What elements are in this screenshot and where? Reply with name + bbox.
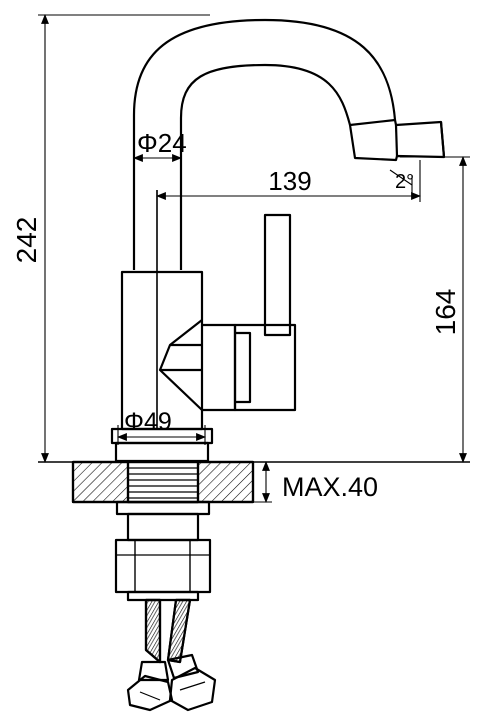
label-spout-reach: 139 (268, 166, 311, 196)
mounting-hardware (114, 500, 212, 602)
flexible-hoses (126, 598, 217, 712)
label-total-height: 242 (11, 217, 42, 264)
base-ring-lower (114, 441, 210, 463)
label-spout-height: 164 (430, 289, 461, 336)
angle-marker (389, 169, 413, 196)
label-mount-thickness: MAX.40 (282, 472, 378, 502)
label-spout-diameter: Φ24 (137, 128, 187, 158)
countertop-section (71, 460, 255, 504)
lever-handle (202, 213, 297, 412)
label-base-diameter: Φ49 (124, 408, 172, 436)
label-swivel-angle: 2° (395, 171, 414, 193)
